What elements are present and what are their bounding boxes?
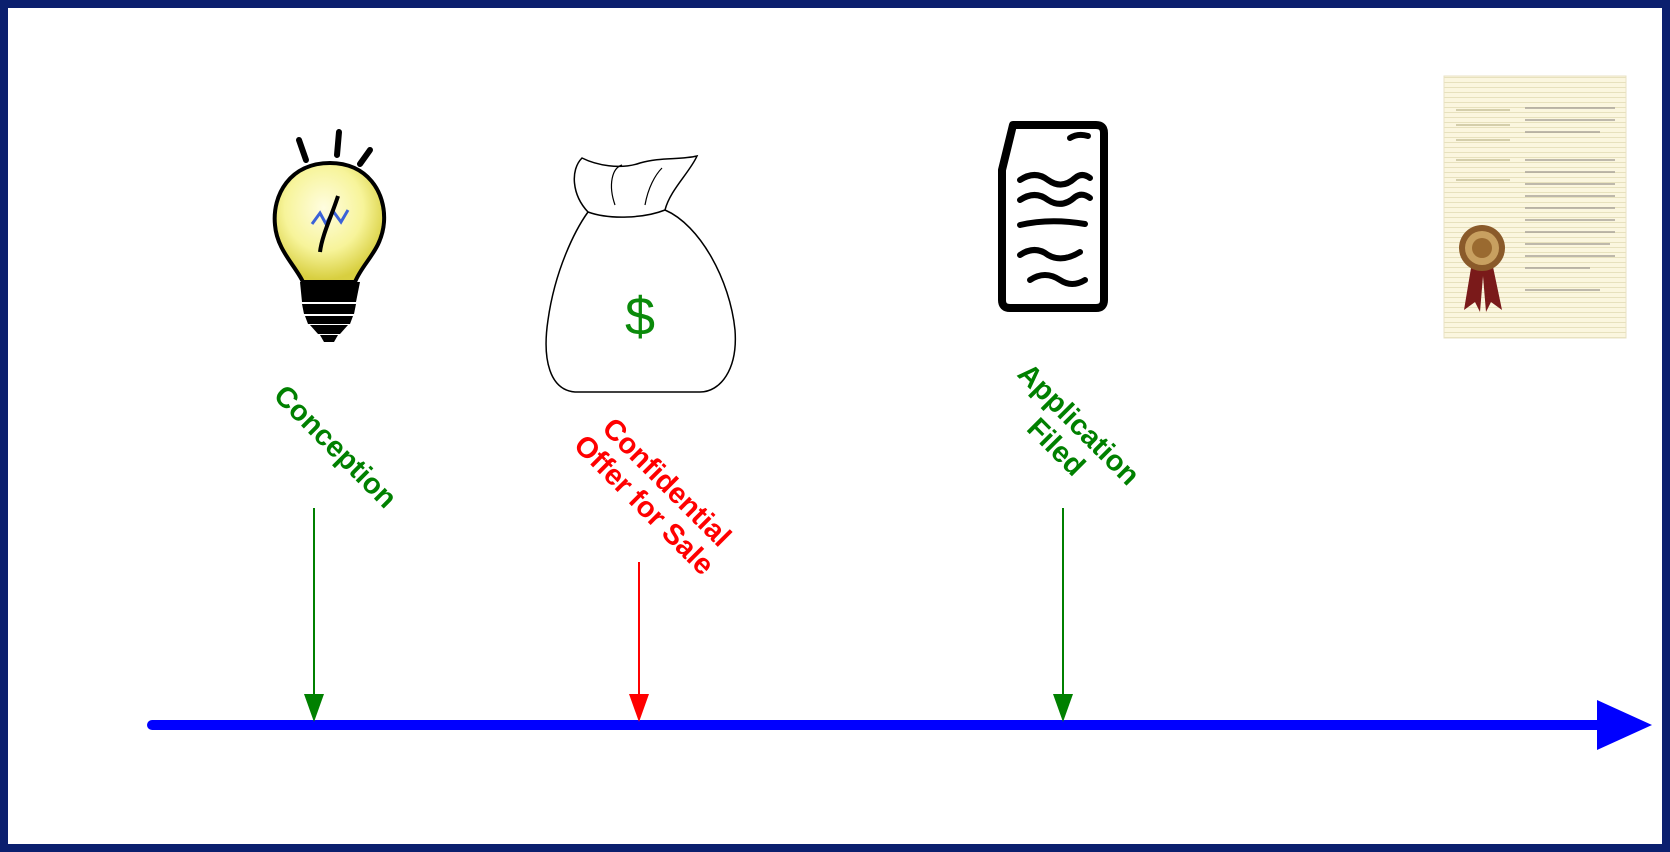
light-bulb-icon bbox=[275, 132, 384, 342]
dollar-sign: $ bbox=[625, 287, 655, 347]
offer-arrow bbox=[629, 562, 649, 722]
document-icon bbox=[1002, 125, 1104, 308]
conception-arrow bbox=[304, 508, 324, 722]
patent-certificate-icon bbox=[1444, 76, 1626, 338]
filed-arrow bbox=[1053, 508, 1073, 722]
money-bag-icon: $ bbox=[546, 156, 735, 392]
timeline-axis bbox=[152, 700, 1652, 750]
slide: $ bbox=[8, 8, 1662, 844]
timeline-diagram: $ bbox=[8, 8, 1662, 844]
